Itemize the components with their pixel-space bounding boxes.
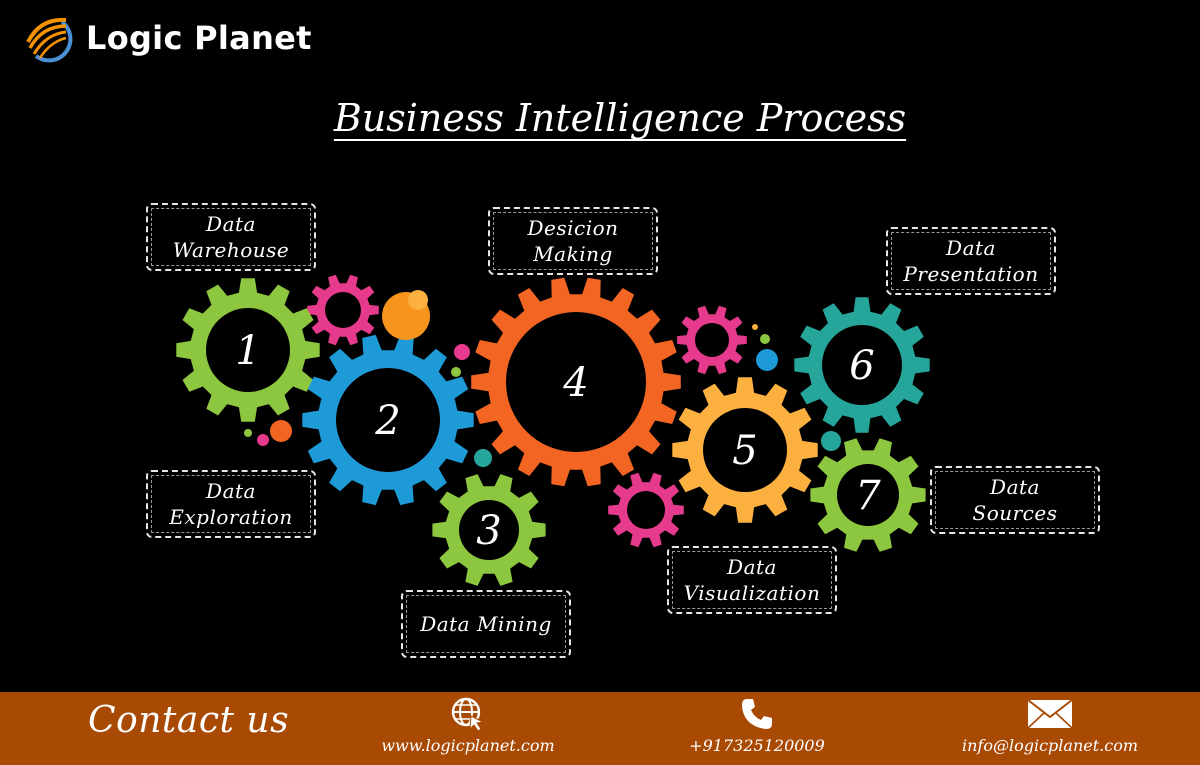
gear-hole — [336, 368, 440, 472]
label-line: Data — [946, 236, 996, 260]
gear-number: 3 — [476, 508, 501, 554]
phone-text: +917325120009 — [689, 736, 825, 755]
gear-hole — [627, 491, 665, 529]
label-data-mining: Data Mining — [401, 590, 571, 658]
logo: Logic Planet — [22, 12, 312, 64]
label-line: Data — [206, 479, 256, 503]
label-data-presentation: Data Presentation — [886, 227, 1056, 295]
label-line: Visualization — [683, 581, 821, 605]
phone-link[interactable]: +917325120009 — [682, 696, 832, 755]
phone-icon — [742, 699, 772, 729]
gear-4: 4 — [471, 277, 681, 487]
email-text: info@logicplanet.com — [962, 736, 1138, 755]
gear-hole — [506, 312, 646, 452]
label-line: Making — [533, 242, 613, 266]
decorative-dot — [760, 334, 770, 344]
small-gear-pink — [677, 305, 747, 375]
label-line: Sources — [972, 501, 1058, 525]
gear-hole — [703, 408, 787, 492]
decorative-dot — [257, 434, 269, 446]
label-line: Desicion — [527, 216, 619, 240]
decorative-dot — [474, 449, 492, 467]
gear-diagram: 1 2 3 4 5 6 7 — [176, 274, 930, 586]
label-data-sources: Data Sources — [930, 466, 1100, 534]
label-line: Data Mining — [420, 612, 552, 636]
gear-1: 1 — [176, 278, 320, 422]
decorative-dot — [270, 420, 292, 442]
label-data-visualization: Data Visualization — [667, 546, 837, 614]
label-line: Data — [990, 475, 1040, 499]
envelope-icon — [1027, 699, 1073, 729]
gear-number: 4 — [562, 360, 588, 406]
label-data-exploration: Data Exploration — [146, 470, 316, 538]
contact-us-label: Contact us — [88, 700, 290, 741]
gear-hole — [206, 308, 290, 392]
gear-2: 2 — [302, 334, 474, 506]
label-line: Data — [727, 555, 777, 579]
page-title: Business Intelligence Process — [333, 96, 907, 140]
website-link[interactable]: www.logicplanet.com — [370, 696, 566, 755]
decorative-dot — [244, 429, 252, 437]
gear-hole — [695, 323, 729, 357]
label-decision-making: Desicion Making — [488, 207, 658, 275]
gear-number: 2 — [374, 398, 400, 444]
decorative-dot — [451, 367, 461, 377]
small-gear-pink — [608, 472, 684, 548]
gear-hole — [459, 500, 519, 560]
gear-number: 1 — [235, 328, 260, 374]
small-gear-pink — [307, 274, 379, 346]
gear-3: 3 — [432, 474, 546, 586]
label-line: Warehouse — [172, 238, 290, 262]
gear-number: 7 — [855, 473, 881, 519]
decorative-dot — [408, 290, 428, 310]
gear-hole — [837, 464, 899, 526]
website-text: www.logicplanet.com — [381, 736, 555, 755]
decorative-dot — [756, 349, 778, 371]
label-line: Exploration — [169, 505, 293, 529]
decorative-dot — [821, 431, 841, 451]
gear-5: 5 — [672, 377, 818, 523]
gear-number: 5 — [732, 428, 757, 474]
label-line: Data — [206, 212, 256, 236]
gear-hole — [822, 325, 902, 405]
brand-name: Logic Planet — [86, 19, 312, 57]
email-link[interactable]: info@logicplanet.com — [950, 696, 1150, 755]
gear-7: 7 — [810, 438, 926, 552]
gear-hole — [325, 292, 361, 328]
label-data-warehouse: Data Warehouse — [146, 203, 316, 271]
decorative-dot — [454, 344, 470, 360]
gear-6: 6 — [794, 297, 930, 433]
footer-bar: Contact us www.logicplanet.com +91732512… — [0, 692, 1200, 765]
gear-number: 6 — [849, 343, 874, 389]
decorative-dot — [752, 324, 758, 330]
globe-cursor-icon — [451, 697, 485, 732]
planet-swoosh-icon — [26, 17, 73, 63]
label-line: Presentation — [903, 262, 1039, 286]
